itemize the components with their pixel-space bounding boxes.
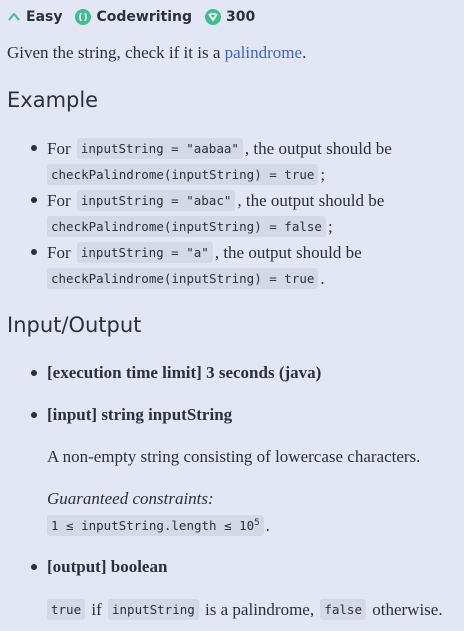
input-description: A non-empty string consisting of lowerca…	[47, 447, 421, 466]
description-suffix: .	[302, 43, 307, 62]
points-tag: 300	[205, 9, 255, 25]
input-label: [input] string inputString	[47, 405, 233, 424]
bullet-dot	[31, 412, 37, 418]
constraints-code: 1 ≤ inputString.length ≤ 105	[47, 515, 264, 536]
task-meta-bar: Easy Codewriting 300	[7, 6, 268, 28]
example-heading: Example	[7, 88, 99, 112]
example-for-label: For	[47, 242, 71, 262]
output-true-code: true	[47, 599, 86, 620]
constraints-exponent: 5	[254, 517, 260, 528]
example-middle-text: , the output should be	[237, 190, 385, 210]
points-icon	[205, 9, 222, 25]
example-for-label: For	[47, 190, 71, 210]
example-1-output: checkPalindrome(inputString) = true	[47, 164, 319, 185]
constraints-label: Guaranteed constraints:	[47, 489, 214, 508]
bullet-dot	[31, 564, 37, 570]
example-for-label: For	[47, 138, 71, 158]
bullet-dot	[31, 249, 37, 255]
chevron-up-icon[interactable]	[7, 10, 21, 24]
output-input-code: inputString	[108, 599, 199, 620]
output-false-code: false	[320, 599, 366, 620]
input-output-heading: Input/Output	[7, 313, 142, 337]
task-description: Given the string, check if it is a palin…	[7, 43, 306, 63]
example-3-line-2: checkPalindrome(inputString) = true.	[47, 268, 325, 289]
example-middle-text: , the output should be	[214, 242, 362, 262]
difficulty-label: Easy	[26, 9, 63, 25]
example-1-input: inputString = "aabaa"	[76, 138, 243, 159]
example-2-output: checkPalindrome(inputString) = false	[47, 216, 326, 237]
example-middle-text: , the output should be	[244, 138, 392, 158]
output-if-text: if	[91, 599, 102, 619]
example-1-line-1: For inputString = "aabaa", the output sh…	[47, 138, 392, 159]
points-value: 300	[226, 9, 256, 25]
description-prefix: Given the string, check if it is a	[7, 43, 225, 62]
example-end: ;	[327, 216, 333, 236]
example-1-line-2: checkPalindrome(inputString) = true;	[47, 164, 325, 185]
example-3-output: checkPalindrome(inputString) = true	[47, 268, 319, 289]
example-2-input: inputString = "abac"	[76, 190, 236, 211]
bullet-dot	[31, 145, 37, 151]
time-limit: [execution time limit] 3 seconds (java)	[47, 363, 322, 382]
bullet-dot	[31, 370, 37, 376]
codewriting-icon	[75, 9, 92, 25]
example-end: .	[320, 268, 325, 288]
collapse-toggle[interactable]: Easy	[7, 9, 62, 25]
example-3-input: inputString = "a"	[76, 242, 213, 263]
output-end-text: otherwise.	[372, 599, 443, 619]
example-2-line-2: checkPalindrome(inputString) = false;	[47, 216, 333, 237]
category-label: Codewriting	[96, 9, 193, 25]
palindrome-link[interactable]: palindrome	[224, 43, 303, 62]
example-3-line-1: For inputString = "a", the output should…	[47, 242, 362, 263]
example-end: ;	[320, 164, 326, 184]
category-tag: Codewriting	[75, 9, 192, 25]
example-2-line-1: For inputString = "abac", the output sho…	[47, 190, 384, 211]
constraints-line: 1 ≤ inputString.length ≤ 105.	[47, 515, 270, 536]
output-label: [output] boolean	[47, 557, 168, 576]
bullet-dot	[31, 197, 37, 203]
output-mid-text: is a palindrome,	[205, 599, 315, 619]
constraints-end: .	[265, 515, 270, 535]
output-description: true if inputString is a palindrome, fal…	[47, 599, 443, 620]
